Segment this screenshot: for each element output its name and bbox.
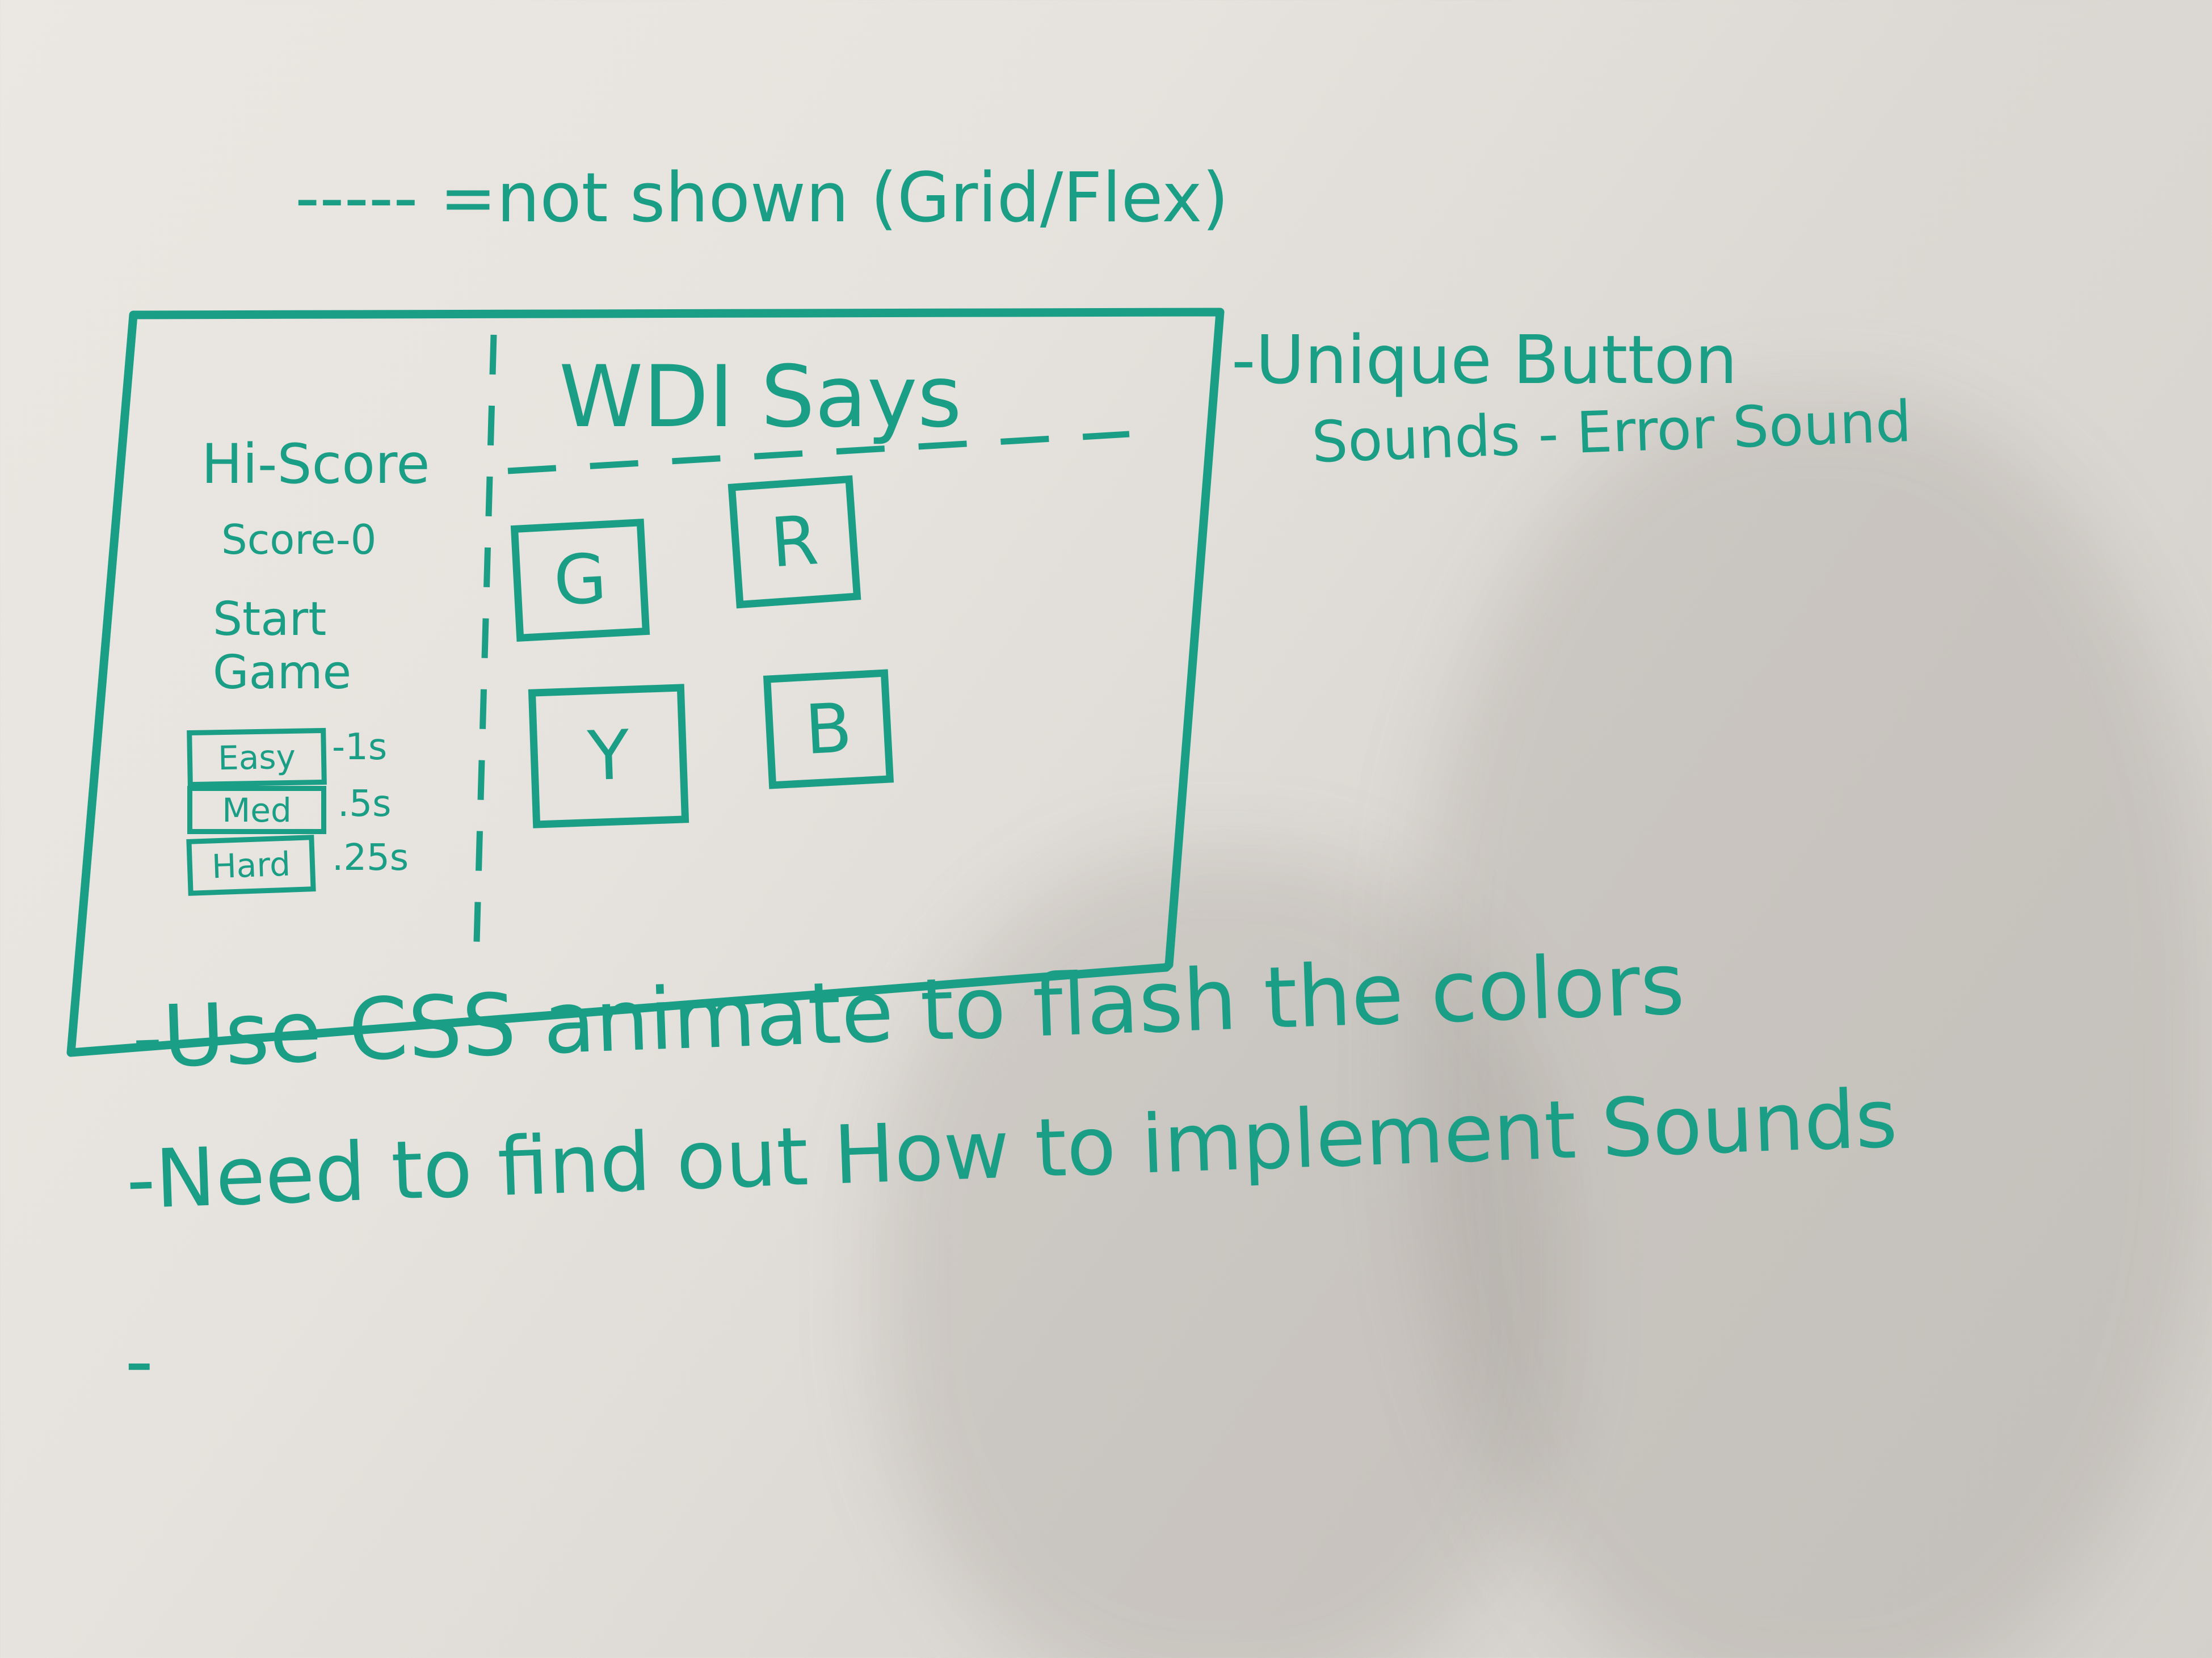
green-button[interactable]: G <box>510 518 650 642</box>
blue-button[interactable]: B <box>763 669 894 789</box>
difficulty-med-timing: .5s <box>338 783 392 825</box>
horizontal-dashed-divider <box>507 431 1130 474</box>
score-label: Score-0 <box>221 516 377 563</box>
vertical-dashed-divider <box>473 334 497 942</box>
mockup-title: WDI Says <box>559 348 962 447</box>
start-game-button[interactable]: Start Game <box>213 592 352 700</box>
difficulty-hard-timing: .25s <box>332 837 409 879</box>
difficulty-easy-button[interactable]: Easy <box>187 727 327 788</box>
legend-text: ----- =not shown (Grid/Flex) <box>295 159 1229 238</box>
hi-score-label: Hi-Score <box>201 432 430 496</box>
side-note-line-1: -Unique Button <box>1231 321 1738 399</box>
mockup-outer-frame <box>66 308 1225 1057</box>
red-button[interactable]: R <box>727 475 861 609</box>
note-line-3: - <box>125 1315 154 1408</box>
yellow-button[interactable]: Y <box>528 684 689 828</box>
difficulty-easy-timing: -1s <box>332 726 388 768</box>
difficulty-med-button[interactable]: Med <box>187 786 326 834</box>
difficulty-hard-button[interactable]: Hard <box>186 835 316 896</box>
